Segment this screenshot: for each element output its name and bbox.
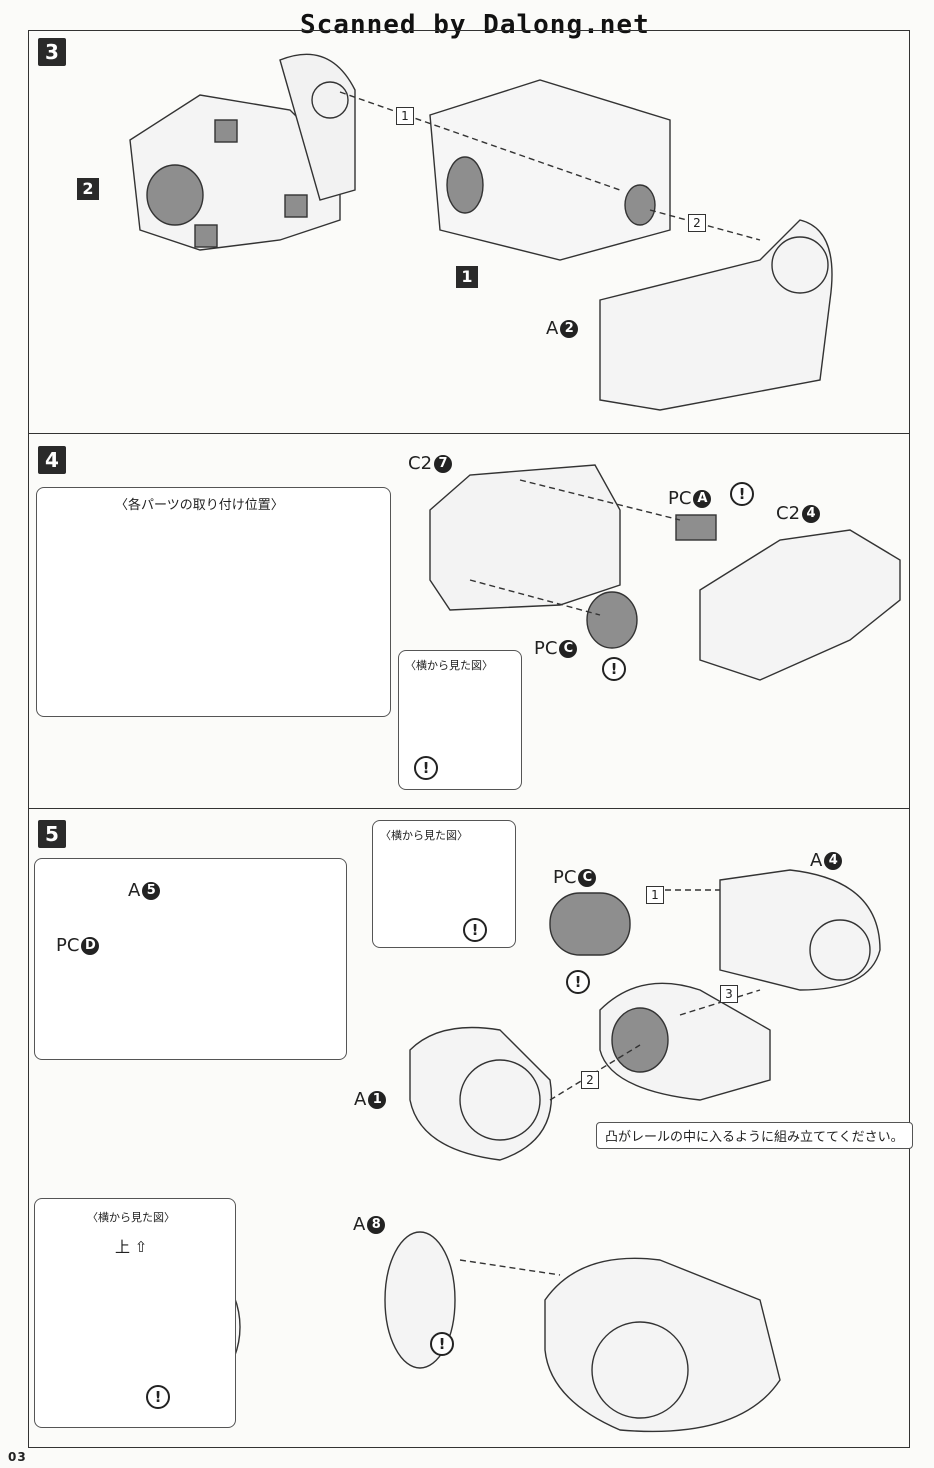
assembly-note: 凸がレールの中に入るように組み立ててください。 <box>596 1122 913 1149</box>
step-number: 5 <box>38 820 66 848</box>
side-view-title: 〈横から見た図〉 <box>380 829 468 842</box>
part-number-badge: 2 <box>77 178 99 200</box>
warning-icon: ! <box>730 482 754 506</box>
warning-icon: ! <box>602 657 626 681</box>
side-view-title: 〈横から見た図〉 <box>87 1211 175 1224</box>
arrow-order-number: 2 <box>581 1071 599 1089</box>
up-direction-label: 上 ⇧ <box>115 1238 148 1256</box>
step-divider <box>28 433 910 434</box>
arrow-order-number: 3 <box>720 985 738 1003</box>
step-divider <box>28 808 910 809</box>
up-arrow-icon: ⇧ <box>134 1238 148 1256</box>
side-view-box <box>34 1198 236 1428</box>
step-number: 3 <box>38 38 66 66</box>
warning-icon: ! <box>463 918 487 942</box>
watermark: Scanned by Dalong.net <box>300 10 650 40</box>
side-view-box <box>372 820 516 948</box>
warning-icon: ! <box>414 756 438 780</box>
warning-icon: ! <box>430 1332 454 1356</box>
warning-icon: ! <box>566 970 590 994</box>
detail-box <box>34 858 347 1060</box>
arrow-order-number: 2 <box>688 214 706 232</box>
arrow-order-number: 1 <box>646 886 664 904</box>
step-number: 4 <box>38 446 66 474</box>
page-number: 03 <box>8 1450 27 1464</box>
detail-box-title: 〈各パーツの取り付け位置〉 <box>115 498 284 513</box>
part-number-badge: 1 <box>456 266 478 288</box>
arrow-order-number: 1 <box>396 107 414 125</box>
detail-box <box>36 487 391 717</box>
page-frame <box>28 30 910 1448</box>
side-view-title: 〈横から見た図〉 <box>405 659 493 672</box>
warning-icon: ! <box>146 1385 170 1409</box>
